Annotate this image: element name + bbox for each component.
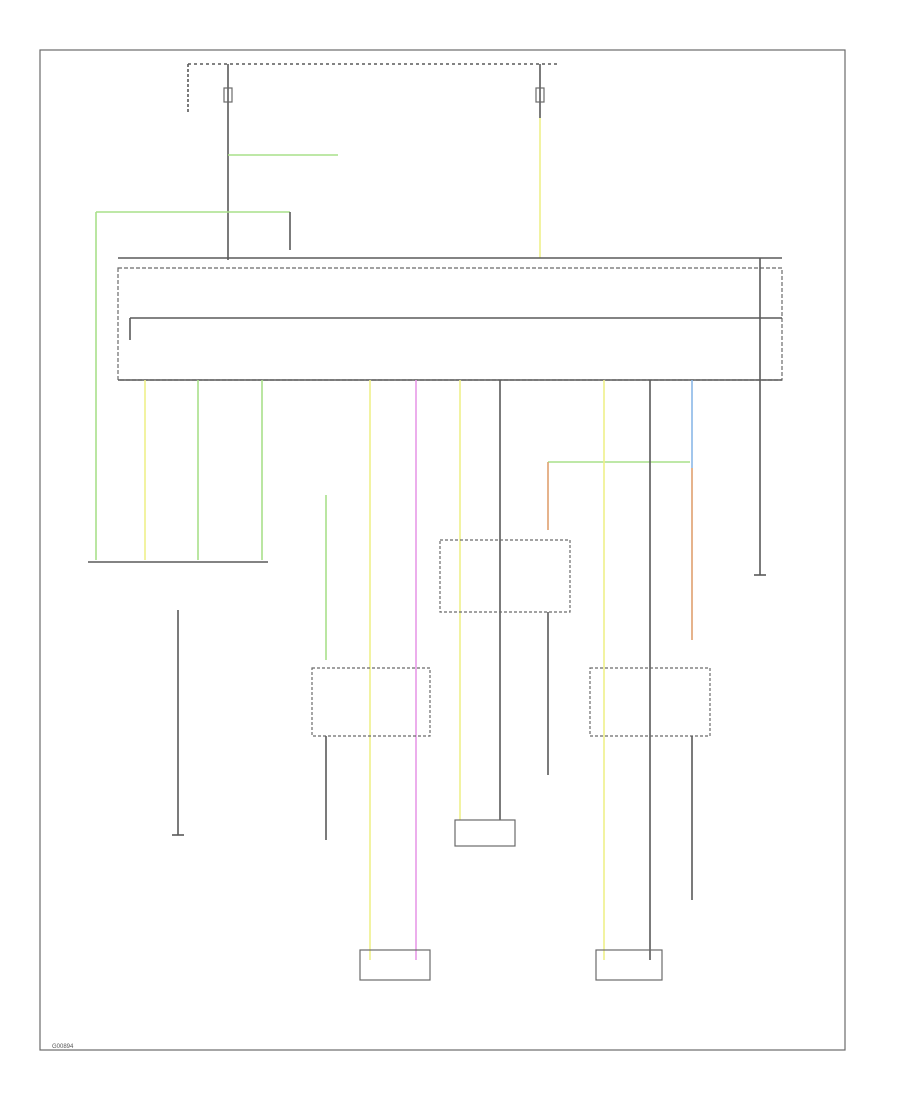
- top-fuse-feed-right: [535, 64, 545, 258]
- power-window-master-switch: [117, 257, 783, 381]
- left-rear-window-motor-circuit: [311, 380, 431, 981]
- figure-code: G00894: [52, 1044, 74, 1050]
- left-switch-drops: [88, 380, 268, 563]
- top-fuse-feed-left: [187, 63, 560, 260]
- diagram-frame: [39, 49, 846, 1051]
- green-wire-top: [95, 154, 338, 560]
- right-ground: [754, 380, 766, 576]
- center-window-motor-circuit: [439, 380, 571, 847]
- left-ground: [172, 610, 184, 836]
- right-rear-window-motor-circuit: [547, 380, 711, 981]
